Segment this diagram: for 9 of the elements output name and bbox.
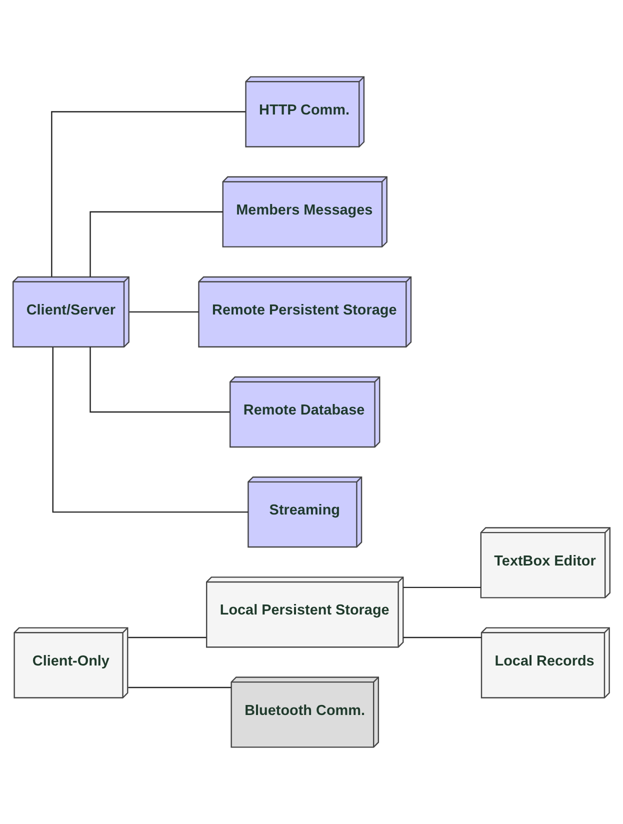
connector bbox=[129, 311, 198, 313]
connector bbox=[51, 111, 246, 277]
connector bbox=[90, 346, 230, 413]
connector bbox=[128, 636, 206, 638]
connector bbox=[52, 347, 248, 513]
connector bbox=[128, 686, 231, 688]
connector bbox=[403, 636, 482, 638]
connector bbox=[90, 211, 223, 277]
connector bbox=[403, 586, 481, 588]
